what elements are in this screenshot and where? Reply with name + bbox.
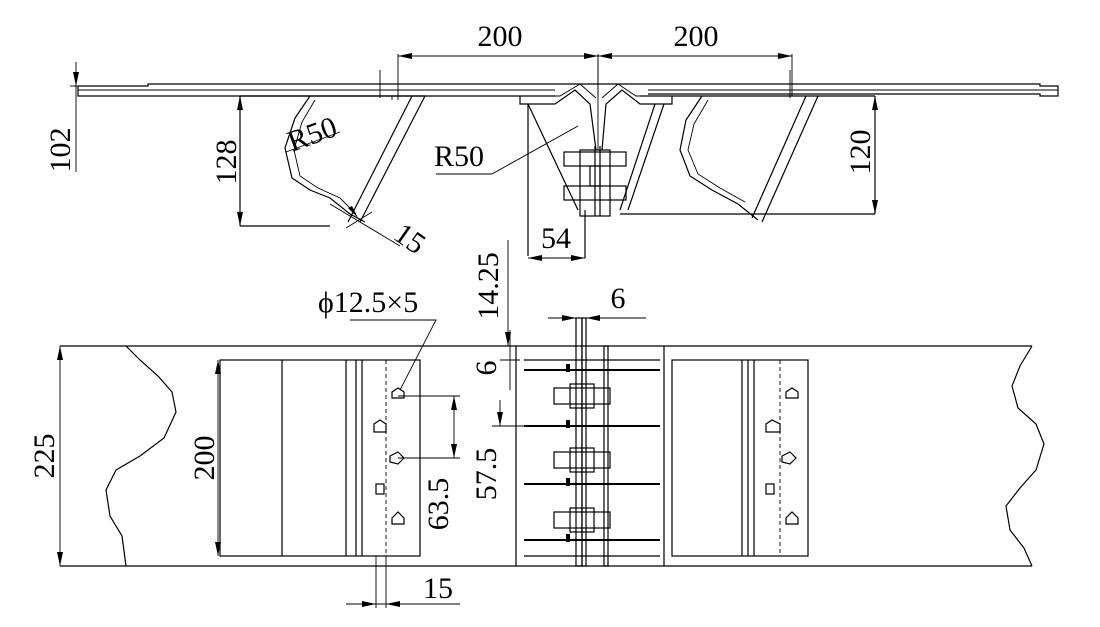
dimension-128 (237, 96, 243, 226)
bolt-3 (553, 507, 611, 533)
bolt-1 (553, 383, 611, 409)
dim-label-128: 128 (210, 140, 243, 185)
dimension-120 (872, 96, 878, 214)
dim-label-120: 120 (844, 130, 877, 175)
dim-label-102: 102 (44, 128, 77, 173)
right-plate-plan (671, 359, 809, 557)
bolt-2 (553, 447, 611, 473)
center-joint-elevation (519, 60, 673, 258)
bottom-plan-view: 14.25 6 6 57.5 ϕ12.5×5 (28, 240, 1045, 608)
dimension-6-top (548, 315, 646, 321)
dim-label-200-right: 200 (674, 20, 719, 53)
dimension-102 (70, 62, 80, 172)
top-plate-outline (78, 83, 1059, 97)
dimension-63-5 (398, 395, 460, 459)
dim-label-6-top: 6 (611, 282, 626, 315)
top-plate-bottom-left (77, 86, 555, 97)
center-splice-plan (515, 317, 665, 567)
dim-label-57-5: 57.5 (470, 448, 503, 501)
dim-label-14-25: 14.25 (472, 252, 505, 320)
dim-label-200-left: 200 (478, 20, 523, 53)
dim-label-200-plate: 200 (188, 436, 221, 481)
leader-bolt-hole (350, 319, 437, 391)
break-line-right (1005, 345, 1045, 567)
dim-label-r50-left: R50 (283, 110, 341, 158)
left-plate-plan (219, 359, 421, 557)
right-beam-elevation (620, 70, 876, 223)
dimension-225 (57, 346, 63, 566)
dimension-200-200 (397, 53, 793, 100)
leader-r50-left (285, 131, 341, 153)
dim-label-54: 54 (541, 222, 571, 255)
top-elevation-view: 200 200 102 128 R50 15 R50 (44, 20, 1059, 261)
dimension-15-bottom (346, 556, 460, 608)
dimension-15-top (329, 203, 401, 247)
dimension-54 (528, 255, 585, 261)
left-beam-elevation (239, 70, 426, 227)
dim-label-63-5: 63.5 (422, 478, 455, 531)
dimension-57-5 (492, 400, 576, 427)
dim-label-15-bottom: 15 (423, 572, 453, 605)
dim-label-bolt-hole: ϕ12.5×5 (318, 286, 418, 319)
dim-label-15-top: 15 (388, 217, 432, 261)
dim-label-225: 225 (28, 434, 61, 479)
dim-label-r50-center: R50 (434, 140, 484, 173)
dim-label-6-side: 6 (470, 361, 503, 376)
dimension-6-side (500, 330, 520, 390)
dimension-200-plate (215, 360, 221, 556)
leader-r50-center (436, 125, 579, 175)
break-line-left (105, 345, 177, 567)
